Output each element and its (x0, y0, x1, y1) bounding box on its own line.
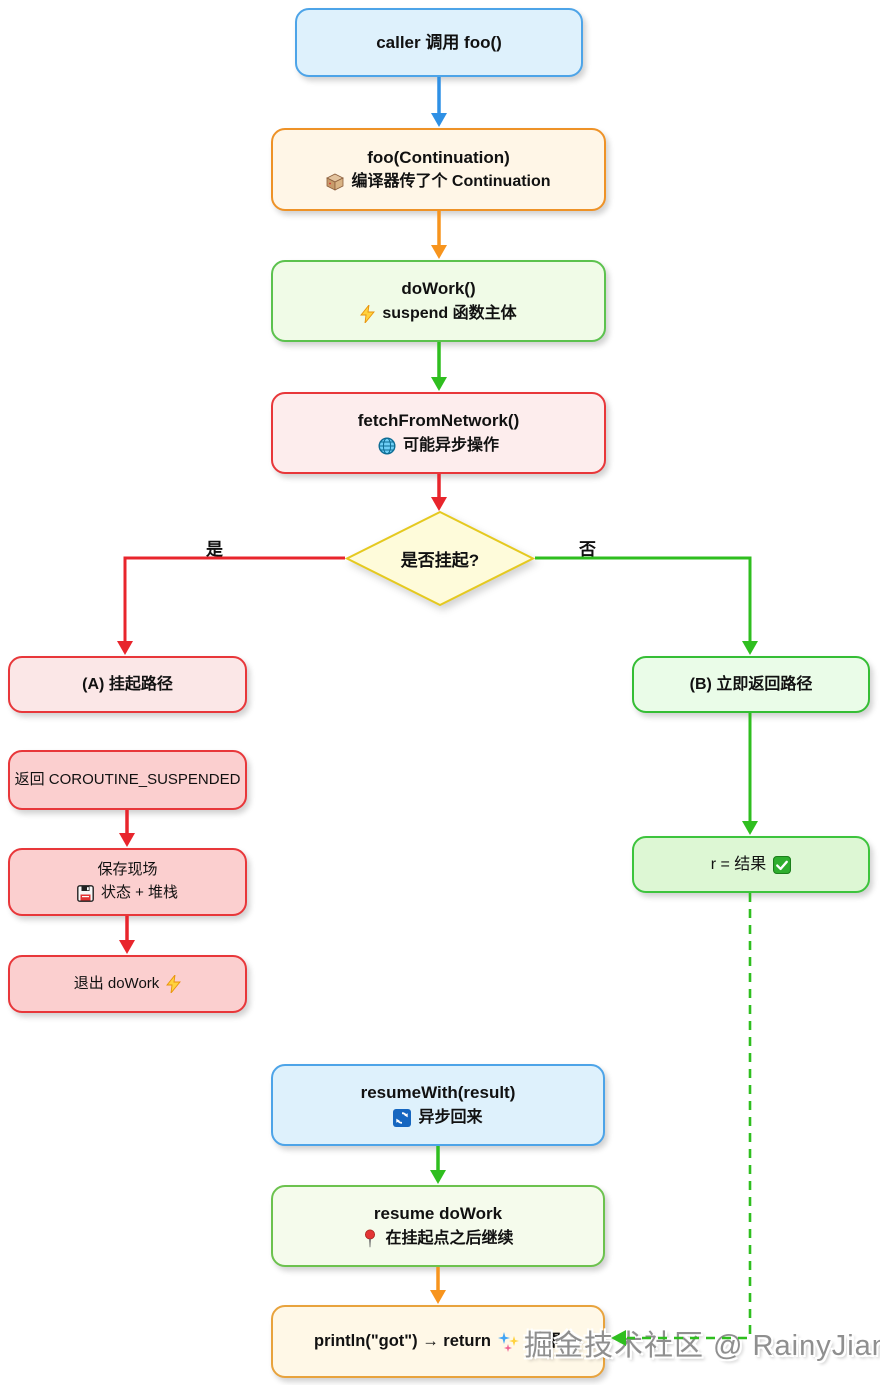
refresh-icon (393, 1108, 412, 1127)
lightning-icon (360, 304, 376, 323)
globe-icon (378, 437, 396, 455)
node-save-state-title: 保存现场 (97, 861, 158, 879)
node-println-title: println("got") → return (314, 1332, 491, 1351)
node-resume-dowork-subtitle: 在挂起点之后继续 (385, 1229, 514, 1247)
node-result: r = 结果 (632, 836, 870, 893)
node-dowork: doWork() suspend 函数主体 (271, 260, 606, 342)
node-fetch: fetchFromNetwork() 可能异步操作 (271, 392, 606, 474)
node-result-title: r = 结果 (710, 855, 767, 873)
node-save-state: 保存现场 状态 + 堆栈 (8, 848, 247, 916)
check-icon (773, 855, 792, 874)
node-println-suffix: 结果 (528, 1332, 562, 1351)
pin-icon (362, 1229, 378, 1248)
node-return-suspended-title: 返回 COROUTINE_SUSPENDED (14, 770, 241, 788)
node-foo-subtitle: 编译器传了个 Continuation (351, 173, 551, 191)
node-caller-title: caller 调用 foo() (376, 32, 502, 52)
node-return-suspended: 返回 COROUTINE_SUSPENDED (8, 750, 247, 810)
node-caller: caller 调用 foo() (295, 8, 583, 77)
node-resume-with-title: resumeWith(result) (360, 1083, 516, 1103)
node-path-a-title: (A) 挂起路径 (82, 675, 173, 693)
decision-diamond-shape (344, 510, 536, 607)
node-println-return: println("got") → return 结果 (271, 1305, 605, 1378)
node-path-a: (A) 挂起路径 (8, 656, 247, 713)
node-exit-dowork: 退出 doWork (8, 955, 247, 1013)
node-dowork-title: doWork() (401, 279, 476, 299)
node-foo-title: foo(Continuation) (367, 147, 510, 167)
edge-label-yes: 是 (206, 540, 223, 559)
lightning-icon (166, 975, 182, 993)
node-fetch-subtitle: 可能异步操作 (402, 436, 499, 454)
node-decision: 是否挂起? (344, 510, 536, 607)
node-save-state-subtitle: 状态 + 堆栈 (100, 884, 179, 901)
node-foo-continuation: foo(Continuation) 编译器传了个 Continuation (271, 128, 606, 211)
node-dowork-subtitle: suspend 函数主体 (382, 304, 517, 322)
node-resume-with-subtitle: 异步回来 (418, 1108, 483, 1126)
node-decision-title: 是否挂起? (400, 551, 480, 570)
node-path-b-title: (B) 立即返回路径 (689, 675, 813, 693)
edge-label-no: 否 (579, 540, 596, 559)
node-resume-dowork-title: resume doWork (373, 1204, 503, 1224)
node-fetch-title: fetchFromNetwork() (357, 411, 520, 431)
node-resume-with: resumeWith(result) 异步回来 (271, 1064, 605, 1146)
package-icon (326, 173, 345, 191)
watermark: 掘金技术社区 @ RainyJiang (524, 1330, 880, 1362)
node-resume-dowork: resume doWork 在挂起点之后继续 (271, 1185, 605, 1267)
node-exit-dowork-title: 退出 doWork (73, 974, 160, 992)
node-path-b: (B) 立即返回路径 (632, 656, 870, 713)
sparkles-icon (497, 1331, 522, 1352)
floppy-icon (77, 884, 94, 902)
